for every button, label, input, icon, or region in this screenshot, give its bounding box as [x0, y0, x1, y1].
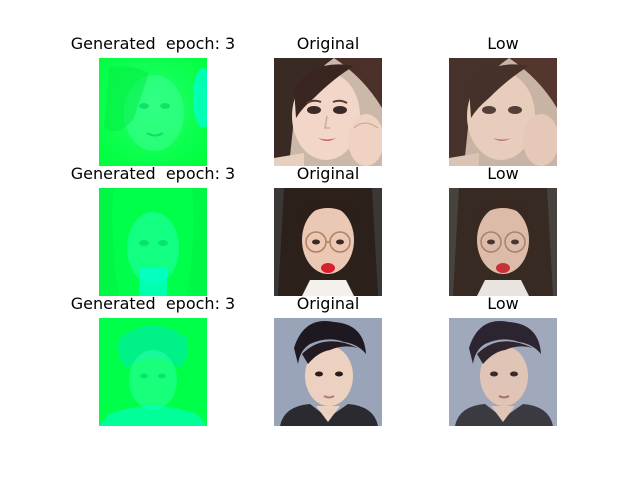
original-title: Original [296, 164, 360, 183]
generated-image [99, 318, 207, 426]
low-image [449, 318, 557, 426]
original-title: Original [296, 294, 360, 313]
original-image [274, 188, 382, 296]
generated-image [99, 188, 207, 296]
original-title: Original [296, 34, 360, 53]
low-image [449, 58, 557, 166]
low-title: Low [487, 34, 519, 53]
original-image [274, 318, 382, 426]
generated-title: Generated epoch: 3 [70, 34, 236, 53]
original-image [274, 58, 382, 166]
generated-image [99, 58, 207, 166]
generated-title: Generated epoch: 3 [70, 294, 236, 313]
low-image [449, 188, 557, 296]
low-title: Low [487, 164, 519, 183]
low-title: Low [487, 294, 519, 313]
generated-title: Generated epoch: 3 [70, 164, 236, 183]
